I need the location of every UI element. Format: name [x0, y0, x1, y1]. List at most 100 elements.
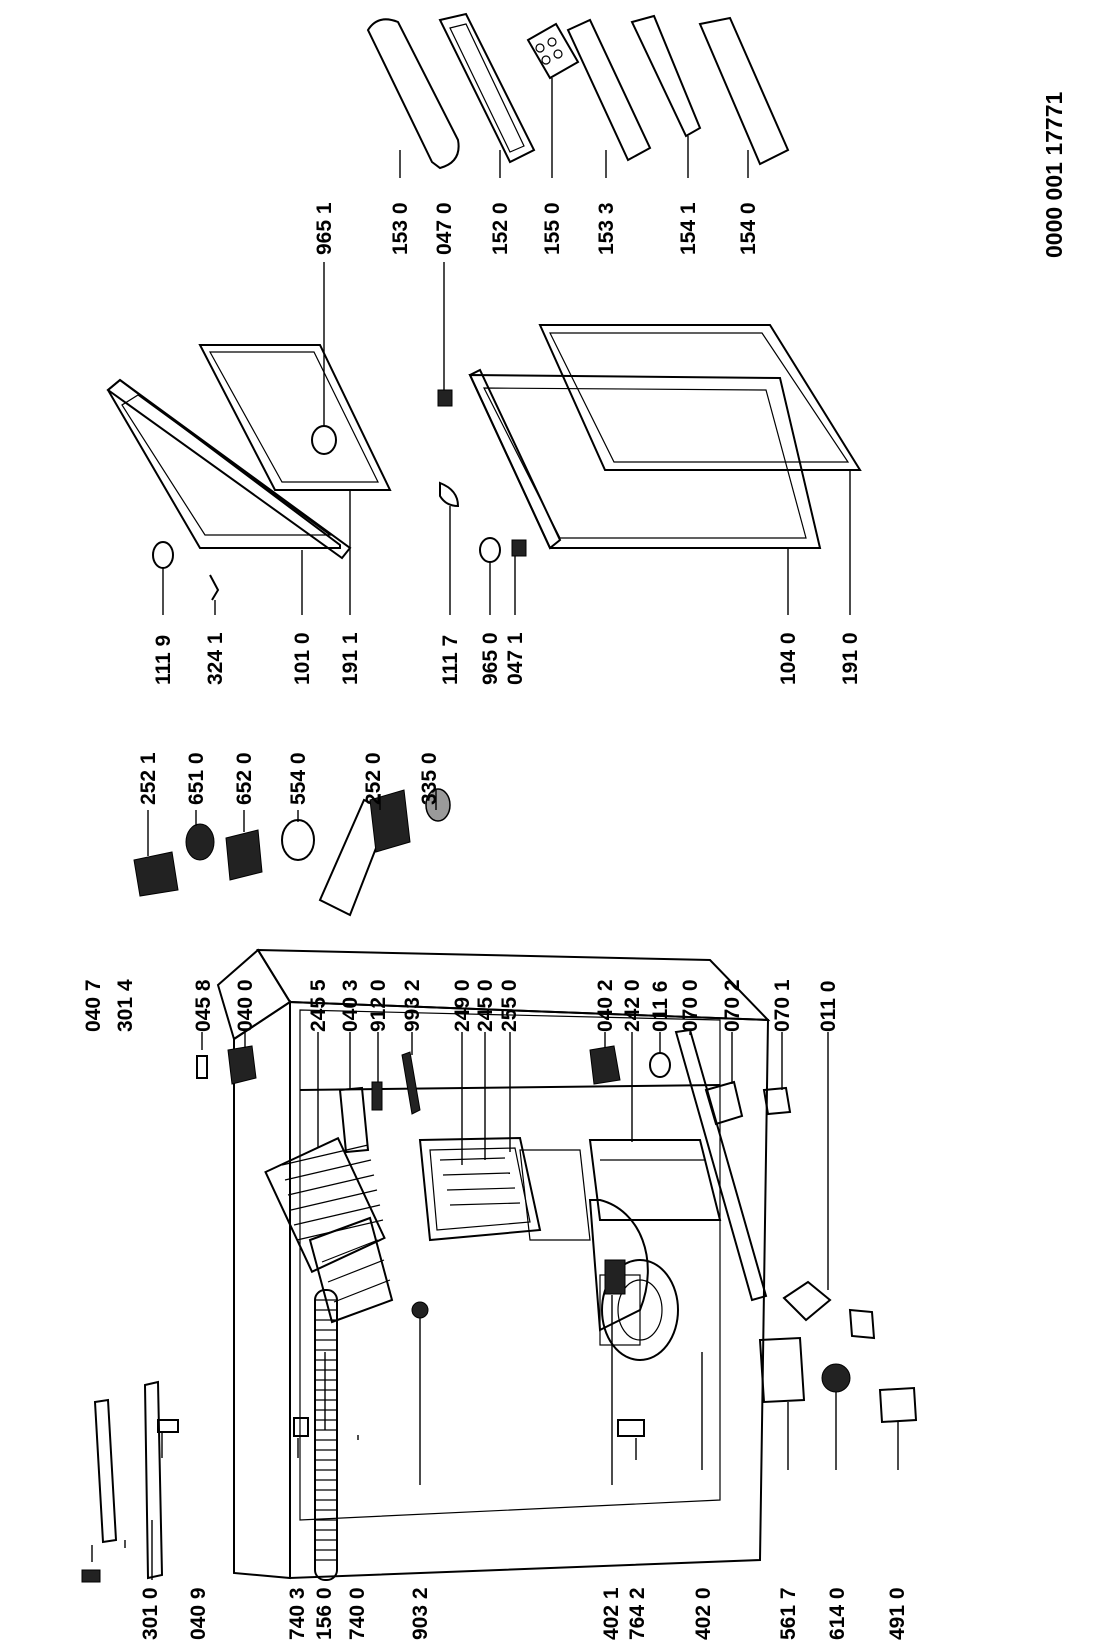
callout-labels: 301 0 040 9 740 3 156 0 740 0 903 2 402 … [82, 202, 909, 1640]
callout-5540: 554 0 [287, 752, 310, 805]
bin-1530 [366, 18, 460, 170]
handle-3010 [143, 1380, 164, 1580]
callout-0403: 040 3 [339, 979, 362, 1032]
part-5540 [281, 819, 315, 861]
callout-6140: 614 0 [826, 1587, 849, 1640]
hinge-0400 [227, 1045, 257, 1085]
callout-3350: 335 0 [418, 752, 441, 805]
callout-0110: 011 0 [817, 981, 840, 1032]
callout-9651: 965 1 [313, 202, 336, 255]
part-3350 [425, 788, 451, 822]
part-0470 [437, 389, 453, 407]
cap-0409 [157, 1419, 179, 1433]
callout-1540: 154 0 [737, 202, 760, 255]
freezer-door-1010 [106, 378, 352, 560]
callout-9650b: 965 0 [479, 632, 502, 685]
relay-4021 [604, 1259, 626, 1295]
bin-1541 [630, 14, 702, 138]
callout-0700: 070 0 [679, 979, 702, 1032]
callout-1117: 111 7 [439, 635, 462, 685]
part-9651 [311, 425, 337, 455]
callout-6510: 651 0 [185, 752, 208, 805]
fridge-door-1040 [468, 368, 822, 550]
part-9650 [479, 537, 501, 563]
callout-0701: 070 1 [771, 979, 794, 1032]
callout-7400: 740 0 [346, 1587, 369, 1640]
callout-4910: 491 0 [886, 1587, 909, 1640]
callout-1910: 191 0 [839, 632, 862, 685]
cap-0407 [81, 1569, 101, 1583]
part-4910 [878, 1386, 918, 1424]
cabinet-side-face [233, 1000, 291, 1580]
part-5617 [758, 1336, 806, 1404]
callout-3241: 324 1 [204, 632, 227, 685]
inner-liner [299, 1009, 721, 1521]
callout-7403: 740 3 [286, 1587, 309, 1640]
leveling-foot-0110b [848, 1308, 876, 1340]
fridge-gasket-1910 [538, 324, 862, 471]
callout-0116: 011 6 [649, 981, 672, 1032]
part-6510 [185, 823, 215, 861]
crisper-drawer-2420 [588, 1139, 722, 1221]
shelf-2550 [519, 1149, 591, 1241]
cabinet-front-face [289, 1000, 770, 1580]
part-1119 [152, 541, 174, 569]
kickplate-0700 [674, 1028, 768, 1302]
ice-tray-1560 [308, 1216, 394, 1324]
callout-0702: 070 2 [721, 979, 744, 1032]
bin-1533 [566, 18, 652, 162]
condenser-grille-7400 [314, 1289, 338, 1581]
callout-9120: 912 0 [367, 979, 390, 1032]
callout-2521: 252 1 [137, 752, 160, 805]
callout-2450: 245 0 [474, 979, 497, 1032]
callout-2420: 242 0 [621, 979, 644, 1032]
sensor-9932 [401, 1051, 421, 1115]
callout-0409: 040 9 [187, 1587, 210, 1640]
callout-1040: 104 0 [777, 632, 800, 685]
egg-tray-1550 [526, 22, 580, 80]
cabinet-assembly [216, 948, 771, 1580]
foot-0116 [649, 1052, 671, 1078]
part-6520 [225, 829, 263, 881]
leader-lines [91, 78, 899, 1580]
part-7642 [617, 1419, 645, 1437]
callout-7642: 764 2 [626, 1587, 649, 1640]
handle-3014 [93, 1398, 118, 1544]
callout-9932: 993 2 [401, 979, 424, 1032]
callout-5617: 561 7 [777, 1587, 800, 1640]
part-6140 [821, 1363, 851, 1393]
callout-0471: 047 1 [504, 632, 527, 685]
callout-2550: 255 0 [498, 979, 521, 1032]
hinge-0402 [589, 1045, 621, 1085]
callout-4021: 402 1 [600, 1587, 623, 1640]
part-3241 [209, 574, 220, 601]
callout-1119: 111 9 [152, 635, 175, 685]
thermostat-group [133, 788, 451, 917]
callout-2490: 249 0 [451, 979, 474, 1032]
bracket-0702 [704, 1080, 744, 1126]
part-0471 [511, 539, 527, 557]
callout-1530: 153 0 [389, 202, 412, 255]
fastener-9032 [411, 1301, 429, 1319]
callout-1560: 156 0 [313, 1587, 336, 1640]
bin-1540 [698, 16, 790, 166]
callout-2455: 245 5 [307, 979, 330, 1032]
screw-9120 [371, 1081, 383, 1111]
bracket-0701 [762, 1086, 792, 1116]
callout-1010: 101 0 [291, 632, 314, 685]
part-2521 [133, 851, 179, 897]
callout-1533: 153 3 [595, 202, 618, 255]
callout-2520: 252 0 [362, 752, 385, 805]
pin-0458 [196, 1055, 208, 1079]
hinge-0403 [338, 1086, 370, 1154]
callout-9032: 903 2 [409, 1587, 432, 1640]
door-bins [366, 12, 790, 170]
callout-1911: 191 1 [339, 632, 362, 685]
foot-7403 [293, 1417, 309, 1437]
evaporator-grid-2455 [264, 1136, 386, 1274]
callout-0407: 040 7 [82, 979, 105, 1032]
callout-1520: 152 0 [489, 202, 512, 255]
callout-1550: 155 0 [541, 202, 564, 255]
callout-6520: 652 0 [233, 752, 256, 805]
